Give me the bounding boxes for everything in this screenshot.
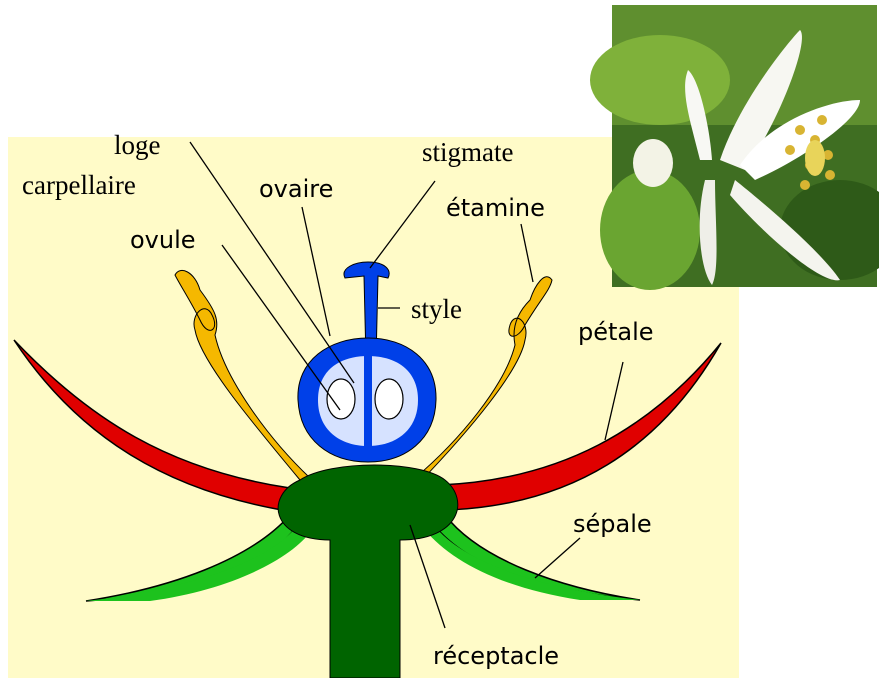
ovary-septum [364,352,372,448]
label-loge: loge [114,130,161,160]
label-sepale: sépale [573,510,652,538]
label-ovule: ovule [130,226,196,254]
white-flower-photo [590,5,879,290]
label-stigmate: stigmate [422,137,513,167]
ovule-left [327,379,355,419]
label-ovaire: ovaire [259,175,333,203]
label-petale: pétale [578,318,654,346]
label-receptacle: réceptacle [433,642,559,670]
label-etamine: étamine [446,194,545,222]
ovule-right [375,379,403,419]
label-carpellaire: carpellaire [22,170,136,200]
label-style: style [411,294,462,324]
